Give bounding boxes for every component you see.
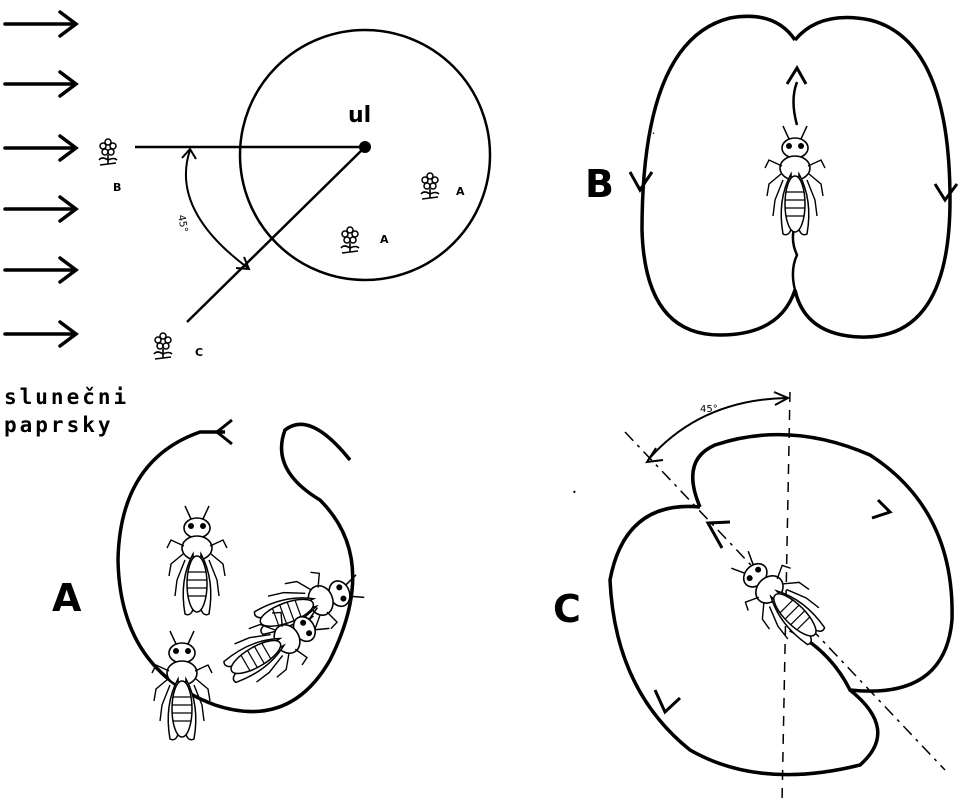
flower-b-label: B — [113, 181, 121, 194]
line-hive-to-c — [187, 147, 365, 322]
dance-b-left-loop — [642, 16, 795, 335]
stray-dot: • — [652, 131, 655, 137]
flower-a2-icon — [341, 227, 359, 253]
sun-ray-arrow — [5, 72, 76, 96]
sun-ray-arrow — [5, 136, 76, 160]
flower-a2-label: A — [380, 233, 389, 246]
dance-a-label: A — [52, 576, 81, 620]
dance-b-bee — [765, 126, 825, 235]
dance-a-bee-1 — [167, 506, 227, 615]
sun-ray-arrow — [5, 197, 76, 221]
dance-c-bee — [719, 539, 838, 658]
flower-a1-label: A — [456, 185, 465, 198]
flower-c-icon — [154, 333, 172, 359]
dance-b-label: B — [585, 162, 614, 206]
dance-c-label: C — [553, 587, 581, 631]
angle-label-dance-c: 45° — [700, 404, 718, 415]
stray-dot: • — [572, 488, 577, 497]
dance-b-right-loop — [795, 18, 950, 338]
hive-range-circle — [240, 30, 490, 280]
sun-rays-label-line1: slunečni — [4, 384, 129, 410]
sun-ray-arrow — [5, 258, 76, 282]
angle-arc-map — [186, 150, 248, 268]
sun-ray-arrows — [5, 12, 76, 346]
flower-c-label: C — [195, 346, 203, 359]
hive-label: ul — [348, 103, 371, 128]
dance-a-bee-4 — [152, 631, 212, 740]
flower-b-icon — [99, 139, 117, 165]
sun-rays-label-line2: paprsky — [4, 412, 114, 438]
sun-ray-arrow — [5, 12, 76, 36]
flower-a1-icon — [421, 173, 439, 199]
sun-ray-arrow — [5, 322, 76, 346]
